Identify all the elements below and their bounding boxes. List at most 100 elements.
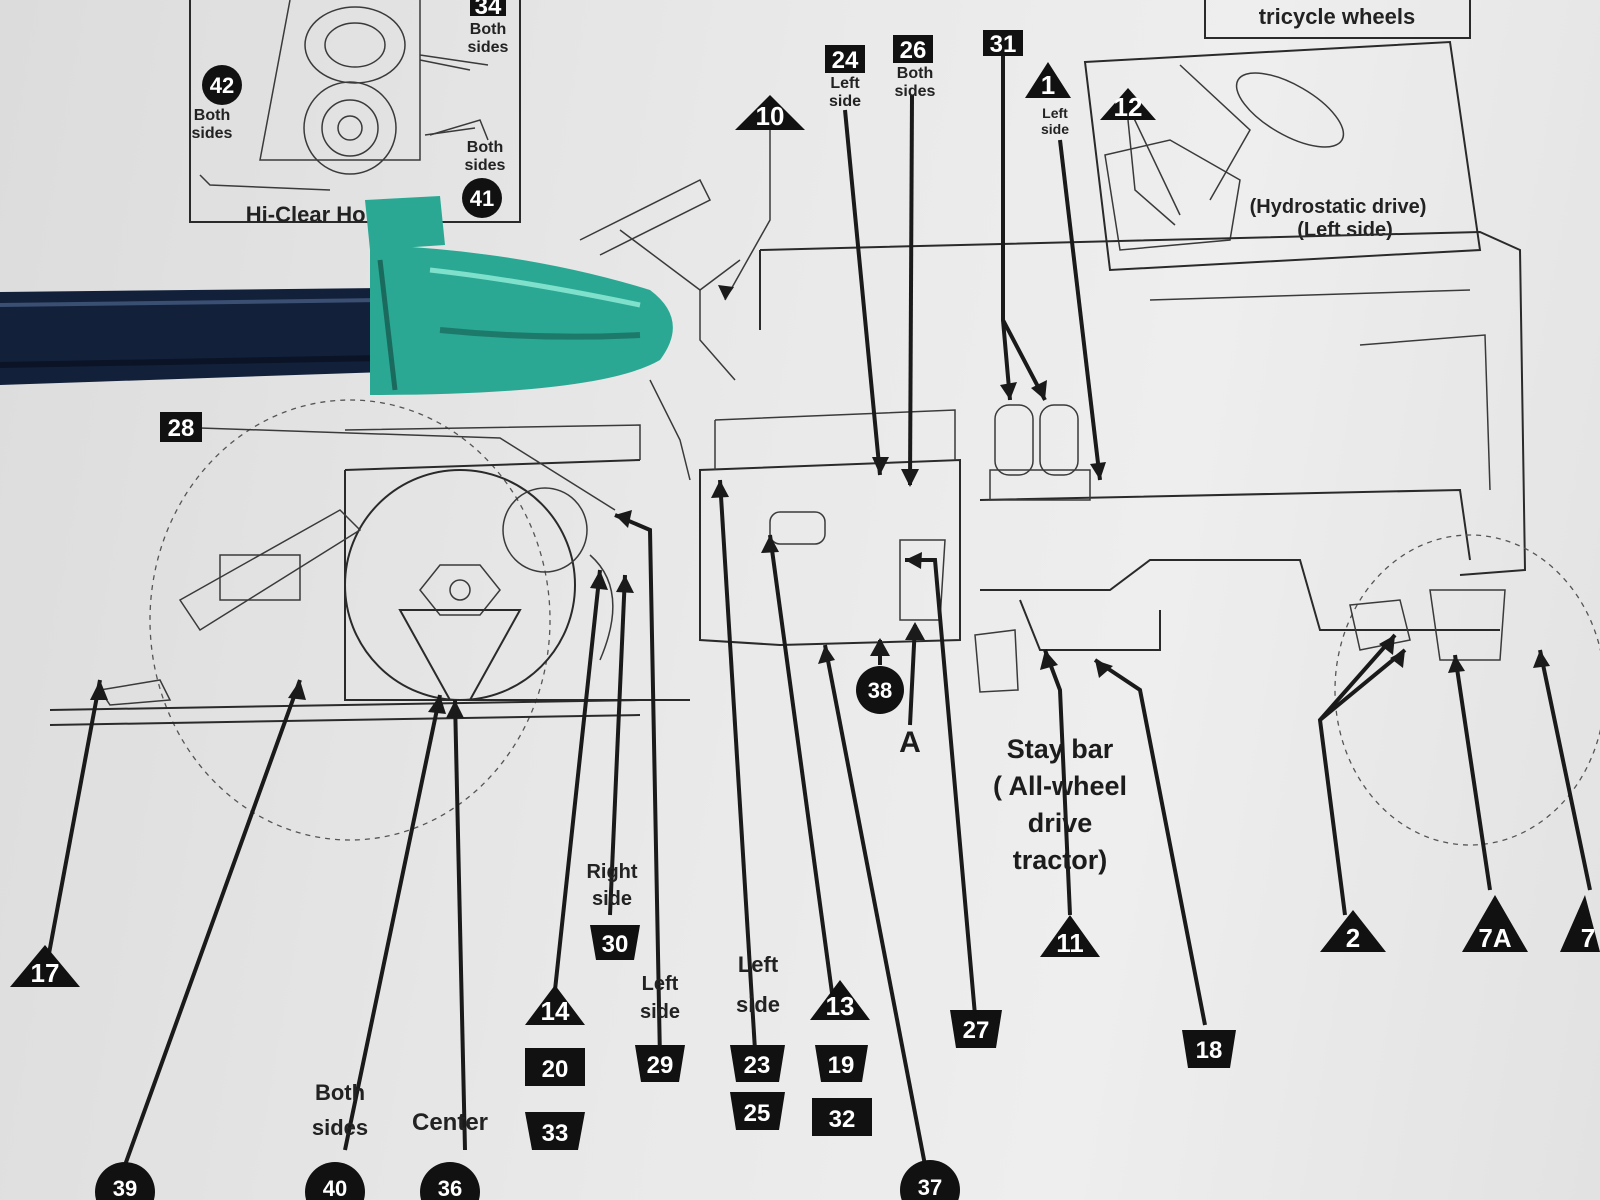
svg-text:Both: Both [467,139,503,156]
svg-text:38: 38 [868,678,892,703]
svg-text:41: 41 [470,186,494,211]
svg-text:side: side [736,992,780,1017]
hydrostatic-caption: (Hydrostatic drive) [1250,196,1427,218]
svg-text:39: 39 [113,1176,137,1200]
callout-36: 36 [420,1162,480,1200]
svg-text:36: 36 [438,1176,462,1200]
svg-text:10: 10 [756,101,785,131]
svg-text:20: 20 [542,1056,569,1083]
svg-text:24: 24 [832,47,859,74]
callout-37: 37 [900,1160,960,1200]
triangle-callouts: 10 1 12 17 14 13 11 2 [10,62,1600,1026]
svg-text:sides: sides [468,39,509,56]
callout-38: 38 [856,666,904,714]
svg-text:2: 2 [1346,923,1360,953]
svg-text:sides: sides [465,157,506,174]
hydrostatic-inset: (Hydrostatic drive) (Left side) [1083,40,1482,272]
callout-26: 26 [893,35,933,64]
callout-17: 17 [10,945,80,988]
svg-text:28: 28 [168,415,195,442]
svg-text:26: 26 [900,37,927,64]
callout-11: 11 [1040,915,1100,958]
callout-7a: 7A [1462,895,1528,953]
svg-text:Both: Both [897,65,933,82]
callout-14: 14 [525,985,585,1026]
callout-20: 20 [525,1048,585,1086]
svg-text:32: 32 [829,1106,856,1133]
svg-text:42: 42 [210,73,234,98]
pen-with-green-cap [0,196,673,395]
svg-text:31: 31 [990,31,1017,58]
svg-text:13: 13 [826,991,855,1021]
svg-text:Both: Both [194,107,230,124]
svg-text:29: 29 [647,1052,674,1079]
svg-text:side: side [829,93,861,110]
svg-text:18: 18 [1196,1037,1223,1064]
callout-40: 40 [305,1162,365,1200]
callout-41: 41 [462,178,502,218]
label-a: A [899,726,921,759]
callout-27: 27 [950,1010,1002,1048]
svg-text:Both: Both [315,1080,365,1105]
svg-text:12: 12 [1114,92,1143,122]
svg-text:Right: Right [586,861,637,883]
callout-12: 12 [1100,88,1156,122]
callout-1: 1 [1025,62,1071,100]
svg-text:Left: Left [738,952,779,977]
callout-31: 31 [983,30,1023,58]
svg-text:1: 1 [1041,70,1055,100]
svg-text:25: 25 [744,1100,771,1127]
svg-text:17: 17 [31,958,60,988]
svg-text:side: side [640,1001,680,1023]
callout-2: 2 [1320,910,1386,953]
callout-13: 13 [810,980,870,1021]
callout-24: 24 [825,45,865,74]
circle-callouts: 42 41 38 39 40 36 37 [95,65,960,1200]
square-callouts: 28 24 26 31 34 30 20 33 [160,0,1236,1150]
svg-text:11: 11 [1056,928,1084,958]
svg-text:Left: Left [1042,105,1068,121]
svg-text:Stay bar: Stay bar [1007,734,1114,764]
callout-29: 29 [635,1045,685,1082]
svg-text:30: 30 [602,931,629,958]
svg-text:sides: sides [895,83,936,100]
arrowheads [90,285,1550,718]
svg-text:tractor): tractor) [1013,845,1108,875]
stay-bar-note: Stay bar ( All-wheel drive tractor) [993,734,1127,875]
callout-39: 39 [95,1162,155,1200]
svg-text:sides: sides [192,125,233,142]
callout-10: 10 [735,95,805,131]
svg-text:23: 23 [744,1052,771,1079]
svg-text:7: 7 [1581,923,1595,953]
callout-33: 33 [525,1112,585,1150]
tricycle-caption-box: tricycle wheels [1204,0,1471,39]
callout-30: 30 [590,925,640,960]
svg-text:7A: 7A [1478,923,1511,953]
svg-text:19: 19 [828,1052,855,1079]
svg-text:37: 37 [918,1175,942,1200]
tricycle-caption: tricycle wheels [1259,4,1416,29]
callout-42: 42 [202,65,242,105]
tractor-drawing [49,178,1600,846]
svg-text:Left: Left [642,973,679,995]
hydrostatic-subcaption: (Left side) [1297,219,1393,241]
svg-text:drive: drive [1028,808,1093,838]
svg-text:side: side [1041,121,1069,137]
svg-text:side: side [592,888,632,910]
callout-7: 7 [1560,895,1600,953]
callout-19: 19 [815,1045,868,1082]
svg-text:Both: Both [470,21,506,38]
svg-text:sides: sides [312,1115,368,1140]
svg-text:34: 34 [475,0,502,20]
callout-28: 28 [160,412,202,442]
callout-18: 18 [1182,1030,1236,1068]
callout-23: 23 [730,1045,785,1082]
svg-text:27: 27 [963,1017,990,1044]
svg-text:Left: Left [830,75,860,92]
callout-32: 32 [812,1098,872,1136]
callout-34: 34 [470,0,506,20]
svg-text:33: 33 [542,1120,569,1147]
side-labels: Both sides Both sides Both sides Left si… [192,21,1070,1140]
